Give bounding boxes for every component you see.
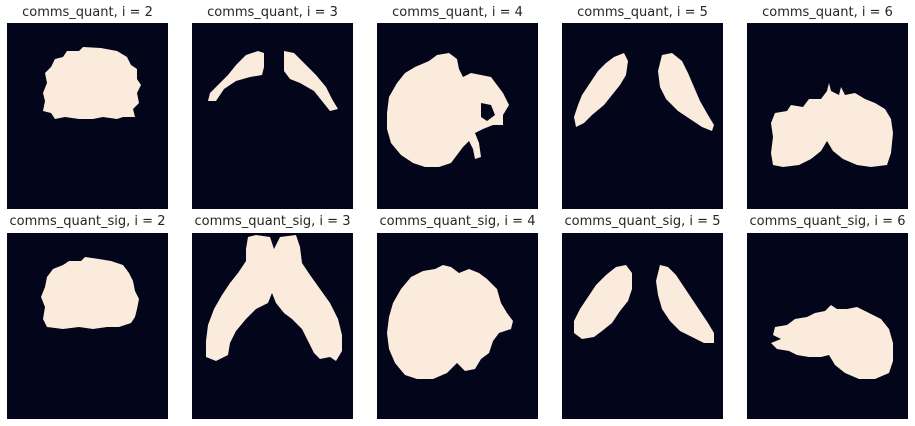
mask-image (387, 53, 509, 167)
mask-panel (562, 233, 723, 419)
panel-title: comms_quant_sig, i = 5 (564, 214, 721, 229)
mask-panel (747, 23, 908, 209)
panel-title: comms_quant, i = 3 (207, 5, 338, 20)
panel-title: comms_quant_sig, i = 6 (749, 214, 906, 229)
panel-title: comms_quant_sig, i = 4 (379, 214, 536, 229)
panel-title: comms_quant_sig, i = 3 (194, 214, 351, 229)
mask-image (206, 235, 342, 361)
mask-image (574, 265, 714, 343)
mask-panel (7, 233, 168, 419)
mask-panel (192, 23, 353, 209)
mask-image (387, 265, 513, 379)
mask-image (771, 83, 893, 167)
panel-title: comms_quant, i = 2 (22, 5, 153, 20)
panel-title: comms_quant, i = 6 (762, 5, 893, 20)
mask-panel (377, 233, 538, 419)
mask-image (574, 53, 714, 131)
panel-title: comms_quant_sig, i = 2 (9, 214, 166, 229)
mask-panel (747, 233, 908, 419)
mask-panel (562, 23, 723, 209)
mask-image (41, 257, 139, 329)
mask-image (43, 47, 141, 119)
mask-panel (192, 233, 353, 419)
panel-title: comms_quant, i = 5 (577, 5, 708, 20)
mask-image (771, 305, 893, 379)
mask-panel (7, 23, 168, 209)
mask-image (208, 51, 338, 111)
panel-title: comms_quant, i = 4 (392, 5, 523, 20)
mask-panel (377, 23, 538, 209)
